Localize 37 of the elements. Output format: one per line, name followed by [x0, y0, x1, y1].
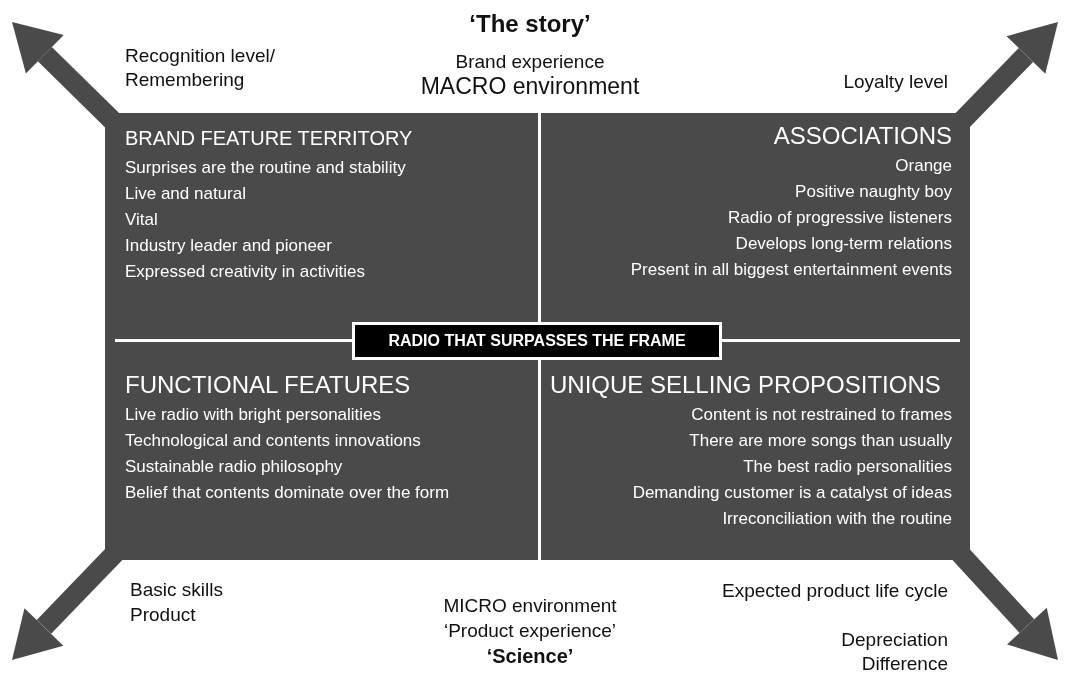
- axis-label: ‘Science’: [485, 644, 575, 668]
- axis-label: Loyalty level: [842, 70, 948, 94]
- list-item: The best radio personalities: [742, 456, 952, 478]
- axis-label: MICRO environment: [442, 594, 618, 618]
- list-item: Surprises are the routine and stability: [125, 157, 407, 179]
- list-item: Industry leader and pioneer: [125, 235, 333, 257]
- list-item: Positive naughty boy: [794, 181, 952, 203]
- list-item: Live and natural: [125, 183, 247, 205]
- axis-label: Brand experience: [454, 50, 606, 74]
- list-item: Belief that contents dominate over the form: [125, 482, 451, 504]
- list-item: Radio of progressive listeners: [727, 207, 952, 229]
- list-item: Develops long-term relations: [734, 233, 952, 255]
- list-item: Demanding customer is a catalyst of ideas: [631, 482, 952, 504]
- list-item: Vital: [125, 209, 159, 231]
- axis-label: Expected product life cycle: [721, 579, 948, 603]
- list-item: Technological and contents innovations: [125, 430, 422, 452]
- quadrant-heading: BRAND FEATURE TERRITORY: [125, 126, 414, 151]
- center-box: RADIO THAT SURPASSES THE FRAME: [352, 322, 722, 360]
- list-item: Content is not restrained to frames: [690, 404, 952, 426]
- axis-label: Difference: [860, 652, 948, 676]
- list-item: There are more songs than usually: [688, 430, 952, 452]
- axis-label: Depreciation: [840, 628, 948, 652]
- list-item: Orange: [894, 155, 952, 177]
- axis-label: ‘Product experience’: [442, 619, 618, 643]
- list-item: Sustainable radio philosophy: [125, 456, 344, 478]
- axis-label: Product: [130, 603, 197, 627]
- list-item: Irreconciliation with the routine: [721, 508, 952, 530]
- axis-label: MACRO environment: [419, 74, 641, 98]
- list-item: Present in all biggest entertainment events: [629, 259, 952, 281]
- quadrant-heading: UNIQUE SELLING PROPOSITIONS: [550, 370, 942, 400]
- axis-label: Basic skills: [130, 578, 224, 602]
- quadrant-heading: ASSOCIATIONS: [772, 121, 952, 151]
- axis-label: ‘The story’: [468, 12, 592, 36]
- list-item: Live radio with bright personalities: [125, 404, 383, 426]
- axis-label: Recognition level/ Remembering: [125, 44, 276, 92]
- list-item: Expressed creativity in activities: [125, 261, 366, 283]
- quadrant-heading: FUNCTIONAL FEATURES: [125, 370, 412, 400]
